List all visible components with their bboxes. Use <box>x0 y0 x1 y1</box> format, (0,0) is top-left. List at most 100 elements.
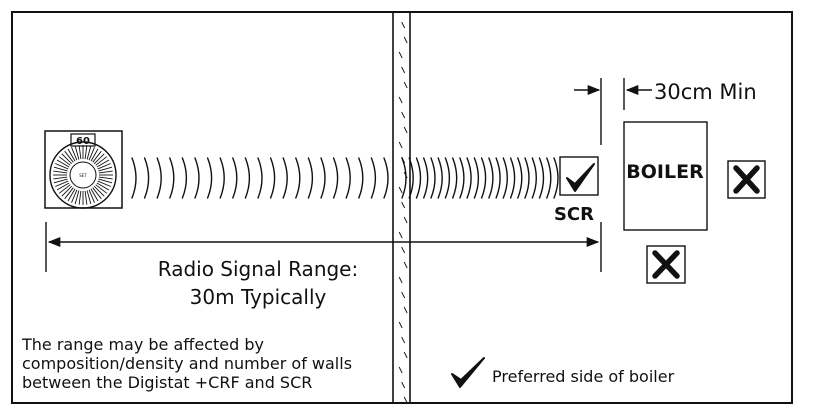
wall-hatch-mark <box>398 141 403 149</box>
radio-wave-arc <box>408 157 414 199</box>
scr-label: SCR <box>554 204 594 225</box>
wall-hatch-mark <box>401 246 406 254</box>
radio-wave-arc <box>219 157 225 199</box>
wall-hatch-mark <box>401 111 406 119</box>
range-note-line-3: between the Digistat +CRF and SCR <box>22 373 312 392</box>
digistat-thermostat: 60 SET <box>44 130 123 209</box>
dial-tick <box>53 178 68 184</box>
wall-hatch-mark <box>398 366 403 374</box>
wall-hatch-mark <box>403 351 408 359</box>
dial-tick <box>64 150 74 163</box>
wall-hatch-mark <box>398 276 403 284</box>
radio-wave-arc <box>437 157 443 199</box>
radio-wave-arc <box>206 157 213 199</box>
range-note-line-2: composition/density and number of walls <box>22 354 352 373</box>
dial-tick <box>55 180 69 187</box>
radio-wave-arc <box>517 157 523 199</box>
radio-wave-arc <box>320 157 326 199</box>
dial-tick <box>61 185 73 197</box>
radio-wave-arc <box>131 157 137 199</box>
thermostat-dial-ticks <box>53 145 113 205</box>
dial-tick <box>96 159 110 168</box>
radio-wave-arc <box>473 157 480 199</box>
radio-wave-arc <box>538 157 545 199</box>
wall-hatch-mark <box>403 126 408 134</box>
radio-wave-arc <box>430 157 436 199</box>
clearance-indicator: 30cm Min <box>574 78 757 145</box>
dial-tick <box>71 147 78 161</box>
radio-wave-arc <box>282 157 288 199</box>
diagram-frame <box>11 11 793 404</box>
dial-tick <box>88 189 95 203</box>
dial-tick <box>96 182 110 191</box>
clearance-label: 30cm Min <box>654 80 757 104</box>
thermostat-dial-label: SET <box>79 173 87 178</box>
wall-hatch-mark <box>401 66 406 74</box>
radio-wave-arc <box>307 157 314 199</box>
wall <box>392 12 411 404</box>
dial-tick <box>98 176 113 180</box>
radio-wave-arc <box>423 157 429 199</box>
radio-wave-arc <box>415 157 422 199</box>
dial-tick <box>95 184 108 194</box>
wall-hatch-mark <box>401 381 406 389</box>
range-title: Radio Signal Range: <box>158 257 358 281</box>
dial-tick <box>93 153 105 165</box>
dial-tick <box>78 145 82 160</box>
dial-tick <box>84 145 88 160</box>
legend: Preferred side of boiler <box>451 357 675 388</box>
radio-wave-arc <box>495 157 501 199</box>
dial-tick <box>84 190 88 205</box>
dial-tick <box>58 184 71 194</box>
radio-wave-arc <box>383 157 389 199</box>
radio-wave-arc <box>531 157 537 199</box>
radio-wave-arc <box>232 157 238 199</box>
wall-hatching <box>398 21 408 404</box>
wall-hatch-mark <box>401 336 406 344</box>
check-icon <box>566 163 595 192</box>
dial-tick <box>71 189 78 203</box>
radio-wave-arc <box>524 157 530 199</box>
dial-tick <box>56 159 70 168</box>
radio-wave-arc <box>509 157 516 199</box>
dial-tick <box>74 190 80 205</box>
wall-hatch-mark <box>401 21 406 29</box>
radio-wave-arc <box>502 157 508 199</box>
cross-icon <box>733 165 760 194</box>
radio-wave-arc <box>466 157 472 199</box>
dial-tick <box>97 163 111 170</box>
radio-wave-arc <box>332 157 339 199</box>
boiler-label: BOILER <box>626 161 704 183</box>
dial-tick <box>64 187 74 200</box>
radio-wave-arc <box>257 157 263 199</box>
radio-wave-arc <box>181 157 188 199</box>
radio-wave-arc <box>401 157 407 199</box>
radio-wave-arc <box>370 157 377 199</box>
range-value: 30m Typically <box>190 285 327 309</box>
wall-hatch-mark <box>403 36 408 44</box>
wall-hatch-mark <box>403 261 408 269</box>
radio-wave-arc <box>480 157 487 199</box>
wall-hatch-mark <box>403 396 408 404</box>
dial-tick <box>92 187 102 200</box>
scr-receiver: SCR <box>554 156 599 225</box>
dial-tick <box>97 180 111 187</box>
dial-tick <box>86 145 92 160</box>
wall-hatch-mark <box>403 306 408 314</box>
dial-tick <box>56 182 70 191</box>
radio-signal-waves <box>131 157 559 199</box>
wall-hatch-mark <box>403 216 408 224</box>
signal-range-indicator <box>45 222 602 272</box>
dial-tick <box>53 170 68 174</box>
wall-hatch-mark <box>401 201 406 209</box>
radio-wave-arc <box>194 157 200 199</box>
radio-wave-arc <box>345 157 351 199</box>
dial-tick <box>74 145 80 160</box>
boiler: BOILER <box>623 121 708 231</box>
wall-hatch-mark <box>398 96 403 104</box>
dial-tick <box>78 190 82 205</box>
dial-tick <box>98 178 113 184</box>
dial-tick <box>95 156 108 166</box>
dial-tick <box>86 190 92 205</box>
dial-tick <box>67 188 76 202</box>
